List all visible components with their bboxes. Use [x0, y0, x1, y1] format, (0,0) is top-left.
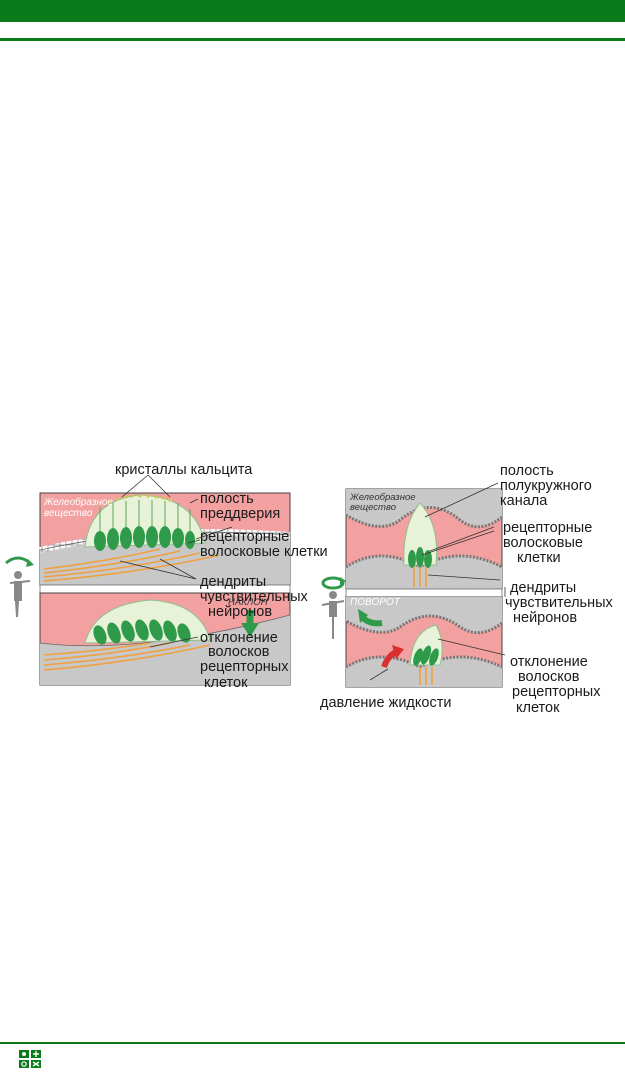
deflection-label-4: клеток	[204, 675, 248, 691]
header-bar	[0, 0, 625, 22]
canal-hair-cells-label-2: волосковые	[503, 535, 583, 551]
canal-deflection-label: отклонение	[510, 654, 588, 670]
dendrites-label-3: нейронов	[208, 604, 272, 620]
deflection-label: отклонение	[200, 630, 278, 646]
deflection-label-2: волосков	[208, 644, 270, 660]
calcite-crystals-label: кристаллы кальцита	[115, 462, 253, 478]
canal-dendrites-label-3: нейронов	[513, 610, 577, 626]
person-tilt-icon	[5, 556, 34, 617]
tilt-label: НАКЛОН	[228, 597, 268, 608]
vestibular-receptors-figure: Желеобразное вещество НАКЛОН	[5, 462, 614, 716]
dendrites-label-2: чувствительных	[200, 589, 309, 605]
rotation-label: ПОВОРОТ	[350, 597, 401, 608]
hair-cells-label: рецепторные	[200, 529, 289, 545]
deflection-label-3: рецепторных	[200, 659, 289, 675]
publisher-logo-icon	[19, 1050, 41, 1068]
canal-label: полость	[500, 463, 554, 479]
gel-substance-label-2: вещество	[44, 508, 93, 519]
canal-label-2: полукружного	[500, 478, 592, 494]
canal-label-3: канала	[500, 493, 548, 509]
canal-hair-cells-label: рецепторные	[503, 520, 592, 536]
header-rule	[0, 38, 625, 41]
fluid-pressure-label: давление жидкости	[320, 695, 451, 711]
person-rotation-icon	[321, 576, 346, 639]
vestibule-label-2: преддверия	[200, 506, 280, 522]
canal-gel-label: Желеобразное	[349, 492, 416, 503]
hair-cells-label-2: волосковые клетки	[200, 544, 328, 560]
dendrites-label: дендриты	[200, 574, 266, 590]
semicircular-canal-panel: Желеобразное вещество ПОВОРОТ	[320, 463, 614, 716]
canal-deflection-label-2: волосков	[518, 669, 580, 685]
canal-deflection-label-3: рецепторных	[512, 684, 601, 700]
footer-rule	[0, 1042, 625, 1044]
canal-dendrites-label-2: чувствительных	[505, 595, 614, 611]
gel-substance-label: Желеобразное	[43, 496, 113, 508]
canal-gel-label-2: вещество	[350, 502, 396, 513]
canal-deflection-label-4: клеток	[516, 700, 560, 716]
canal-hair-cells-label-3: клетки	[517, 550, 561, 566]
vestibule-label: полость	[200, 491, 254, 507]
otolith-panel: Желеобразное вещество НАКЛОН	[5, 462, 328, 691]
canal-dendrites-label: дендриты	[510, 580, 576, 596]
